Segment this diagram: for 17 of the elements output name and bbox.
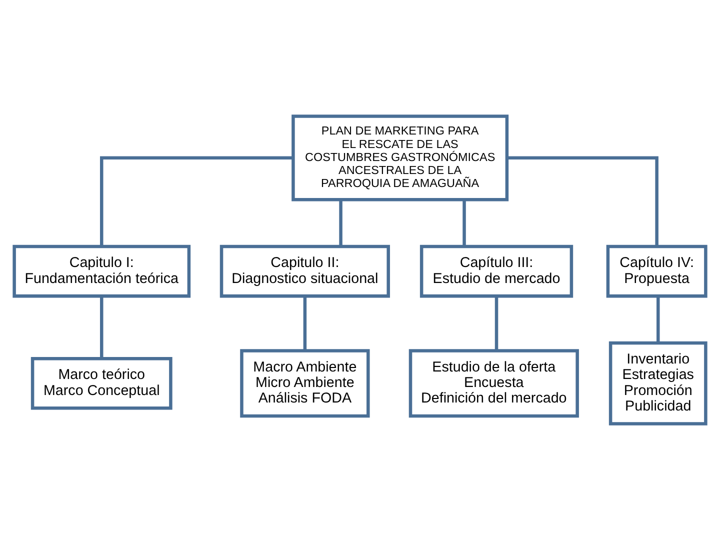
connector: [339, 200, 342, 246]
connector: [100, 296, 104, 359]
node-box: Inventario Estrategias Promoción Publicidad: [608, 341, 708, 426]
node-box: Capítulo III: Estudio de mercado: [420, 244, 574, 298]
node-box: Capítulo IV: Propuesta: [606, 244, 708, 298]
node-box: Marco teórico Marco Conceptual: [30, 357, 172, 410]
node-box: Capitulo II: Diagnostico situacional: [220, 244, 390, 298]
connector: [507, 156, 658, 246]
connector: [100, 156, 294, 246]
connector: [303, 296, 307, 350]
connector: [656, 296, 660, 343]
connector: [494, 296, 498, 350]
node-box: Capitulo I: Fundamentación teórica: [12, 244, 191, 298]
node-box: Estudio de la oferta Encuesta Definición del mercado: [408, 349, 579, 418]
node-box: PLAN DE MARKETING PARA EL RESCATE DE LAS COSTUMBRES GASTRONÓMICAS ANCESTRALES DE LA PARROQUIA DE AMAGUAÑA: [292, 114, 509, 202]
node-box: Macro Ambiente Micro Ambiente Análisis FODA: [240, 349, 370, 418]
connector: [462, 200, 466, 246]
